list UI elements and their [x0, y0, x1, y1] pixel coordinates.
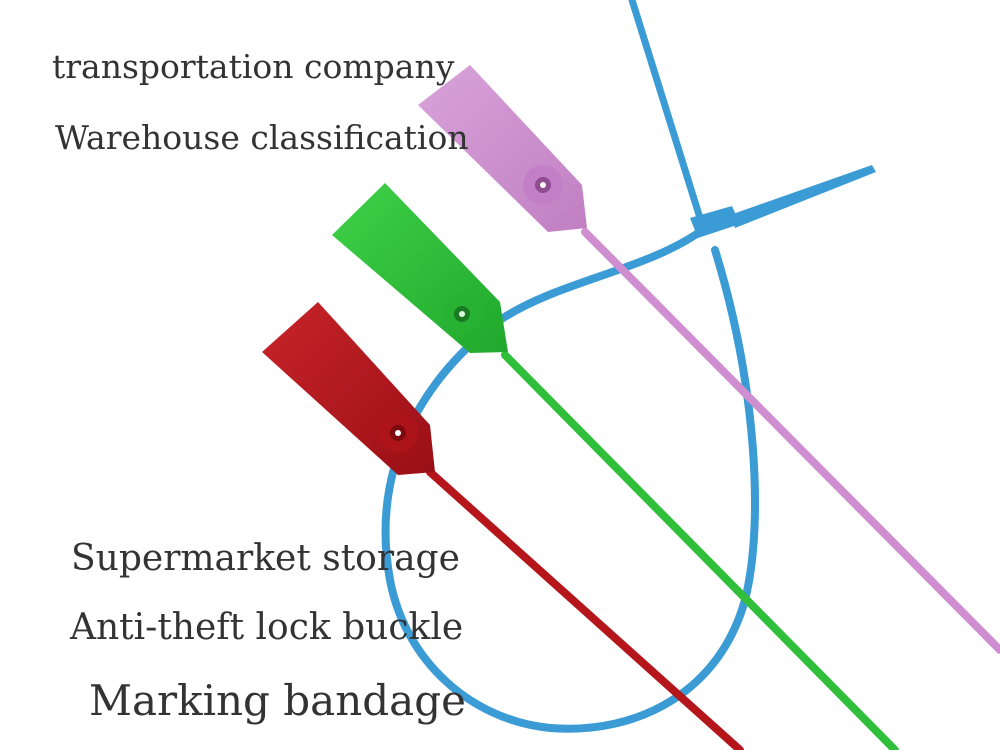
pink-plastic-seal-icon [418, 65, 1000, 654]
caption-transportation-company: transportation company [52, 47, 455, 86]
blue-plastic-seal-icon [381, 0, 876, 733]
caption-anti-theft-lock-buckle: Anti-theft lock buckle [70, 607, 464, 648]
green-plastic-seal-icon [332, 183, 899, 750]
red-plastic-seal-icon [262, 302, 744, 750]
caption-supermarket-storage: Supermarket storage [71, 538, 460, 579]
caption-warehouse-classification: Warehouse classification [55, 118, 469, 157]
caption-marking-bandage: Marking bandage [89, 676, 466, 725]
